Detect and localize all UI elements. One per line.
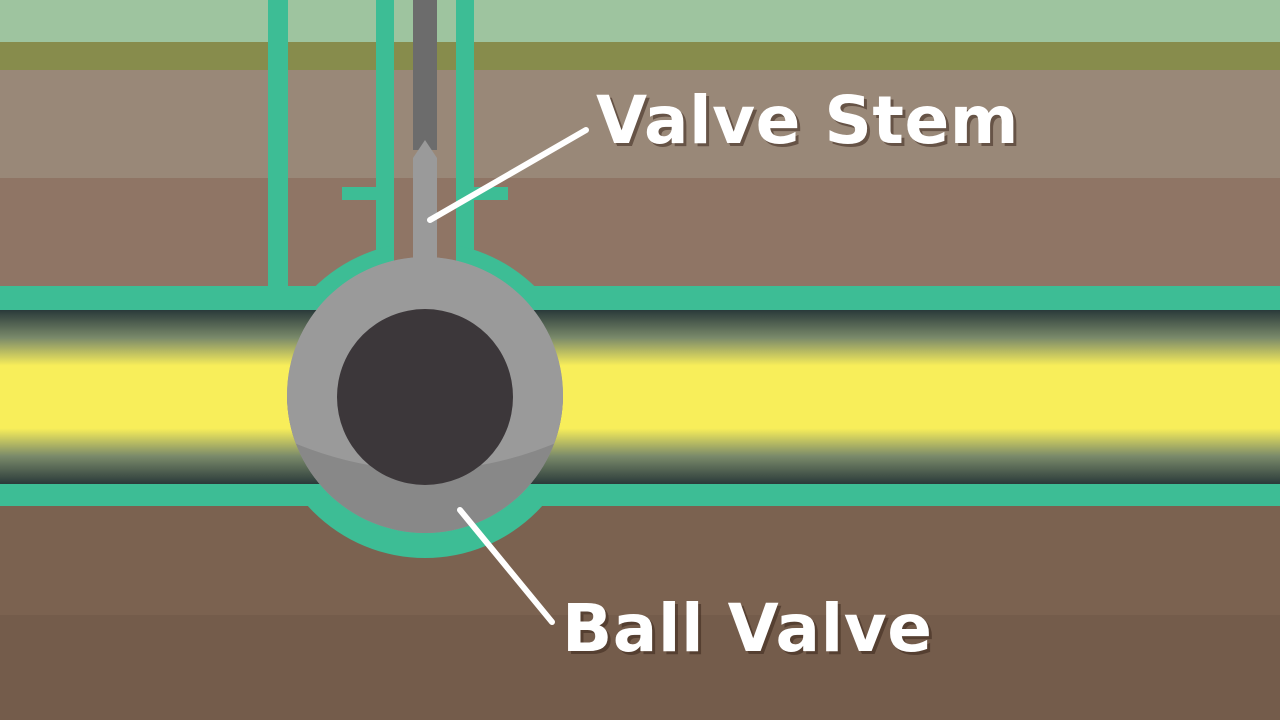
gas-flow: [0, 310, 1280, 484]
valve-stem-callout-line: [427, 127, 589, 223]
bonnet-flange-left: [342, 187, 378, 200]
ball-bore: [337, 309, 513, 485]
topsoil-layer: [0, 70, 1280, 178]
valve-stem-shaft: [413, 0, 437, 150]
pipe-wall-bottom: [0, 484, 1280, 506]
ball-valve-callout-line: [457, 507, 555, 625]
vent-pipe: [268, 0, 288, 296]
valve-stem-label: Valve Stem: [596, 82, 1020, 159]
sky-layer: [0, 0, 1280, 42]
valve-stem-tip: [413, 140, 437, 262]
soil-layer-bottom: [0, 615, 1280, 720]
ball-valve-label: Ball Valve: [562, 590, 933, 667]
grass-layer: [0, 42, 1280, 70]
pipe-wall-top: [0, 286, 1280, 310]
